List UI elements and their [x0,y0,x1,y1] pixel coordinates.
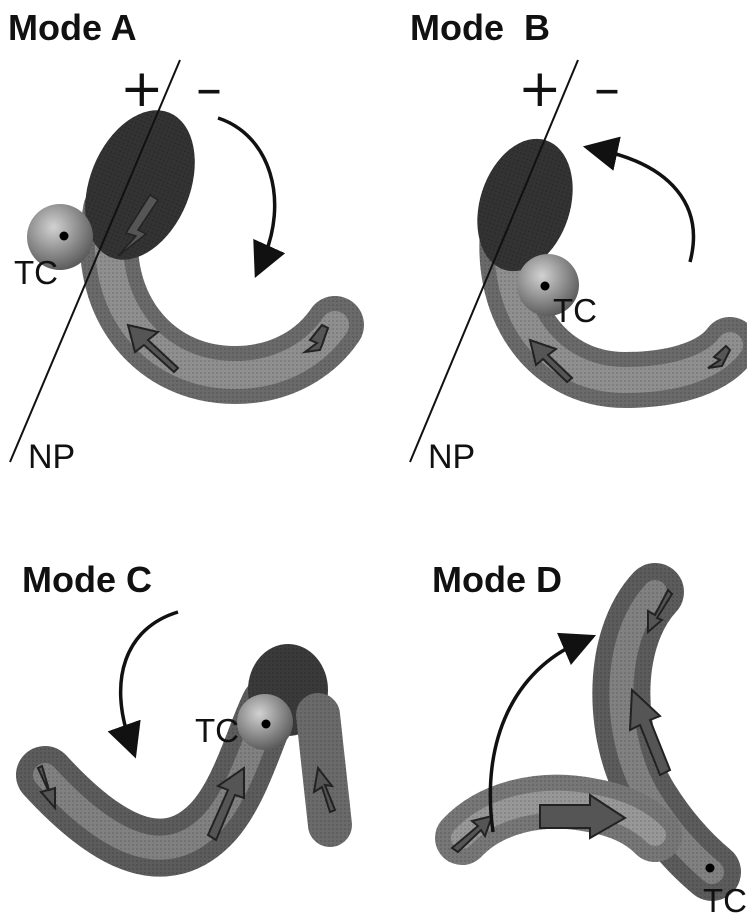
mode-b-plus-sign: + [518,59,562,119]
mode-b-tc-label: TC [553,292,597,329]
mode-b-minus-sign: – [594,59,620,119]
mode-d-tc-dot [706,864,715,873]
mode-d-tc-label: TC [703,882,747,919]
mode-b-title: Mode B [410,7,550,48]
panel-mode-d: Mode D TC [432,559,747,919]
mode-c-rotation-arrow [121,612,178,742]
mode-a-tc-label: TC [14,254,58,291]
panel-mode-b: Mode B + – TC NP [410,7,730,476]
mode-b-np-label: NP [428,438,475,476]
mode-a-plus-sign: + [120,59,164,119]
mode-d-title: Mode D [432,559,562,600]
mode-c-tc-dot [262,720,271,729]
mode-b-rotation-arrow [600,150,693,262]
mode-a-tc-dot [60,232,69,241]
mode-c-title: Mode C [22,559,152,600]
mode-b-tc-dot [541,282,550,291]
panel-mode-c: Mode C TC [22,559,335,848]
mode-a-rotation-arrow [218,118,275,262]
mode-c-tc-label: TC [195,712,239,749]
panel-mode-a: Mode A + – TC NP [8,7,335,476]
mode-a-title: Mode A [8,7,137,48]
mode-a-np-label: NP [28,438,75,476]
mode-a-minus-sign: – [196,59,222,119]
